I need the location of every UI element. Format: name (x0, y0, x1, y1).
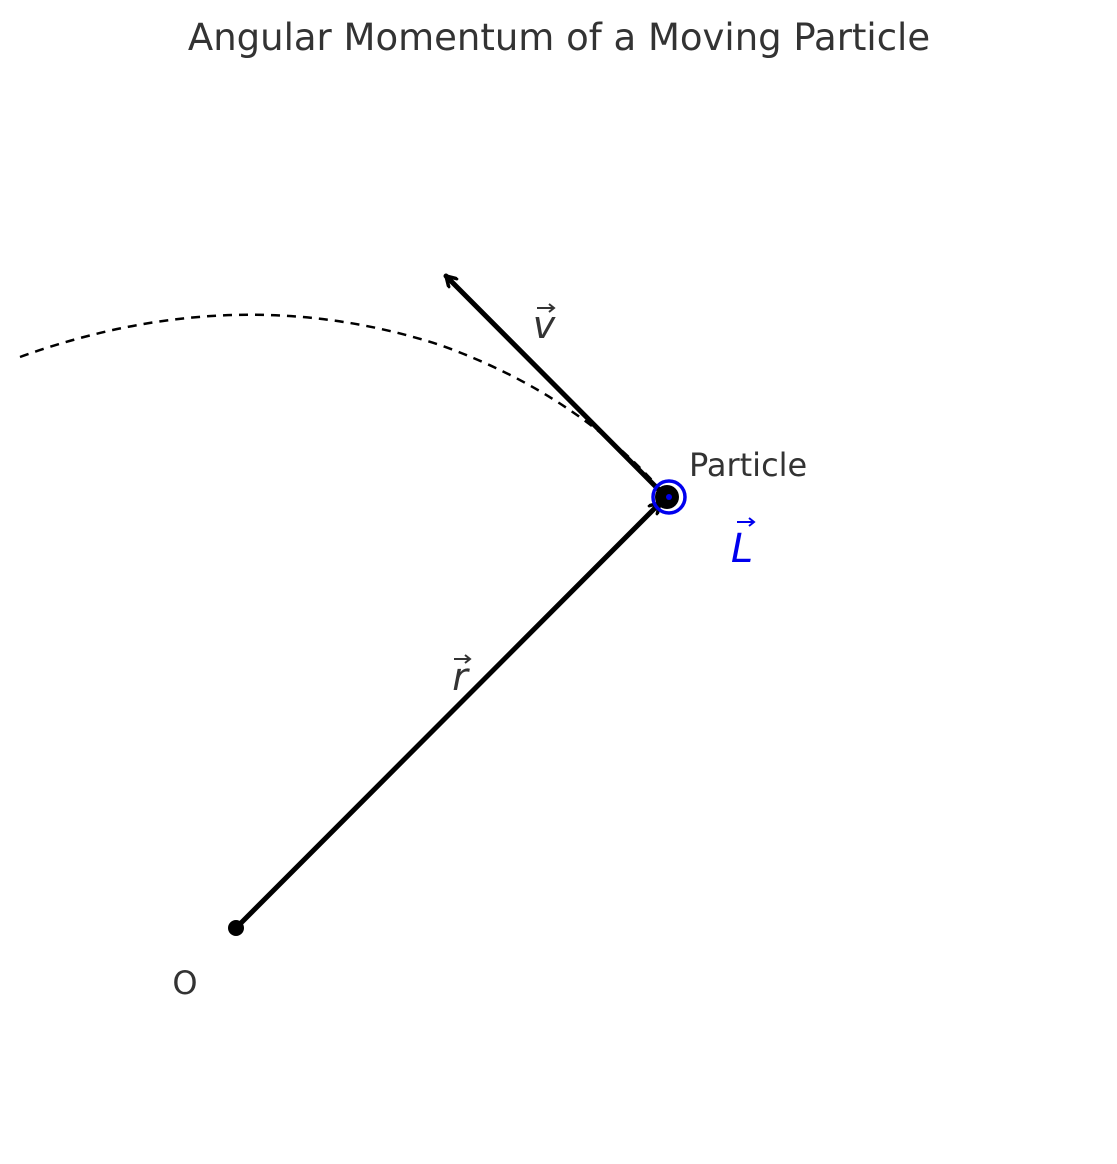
r-vector-label: r (452, 654, 472, 699)
v-label-arrowhead-icon (548, 303, 556, 313)
angular-momentum-dot-icon (666, 494, 672, 500)
velocity-vector-v (443, 273, 667, 498)
r-label-text: r (452, 655, 470, 699)
trajectory-path (19, 313, 668, 498)
particle-label: Particle (689, 446, 807, 484)
angular-momentum-out-of-page-icon (651, 479, 687, 515)
diagram-title: Angular Momentum of a Moving Particle (188, 16, 930, 59)
v-label-text: v (533, 303, 556, 347)
L-label-text: L (731, 526, 753, 572)
L-vector-label: L (731, 517, 756, 572)
L-label-arrowhead-icon (748, 517, 756, 527)
r-label-arrowhead-icon (464, 654, 472, 664)
position-vector-r (233, 500, 663, 931)
origin-label: O (172, 964, 197, 1002)
origin-point (228, 920, 244, 936)
v-vector-label: v (533, 303, 556, 347)
